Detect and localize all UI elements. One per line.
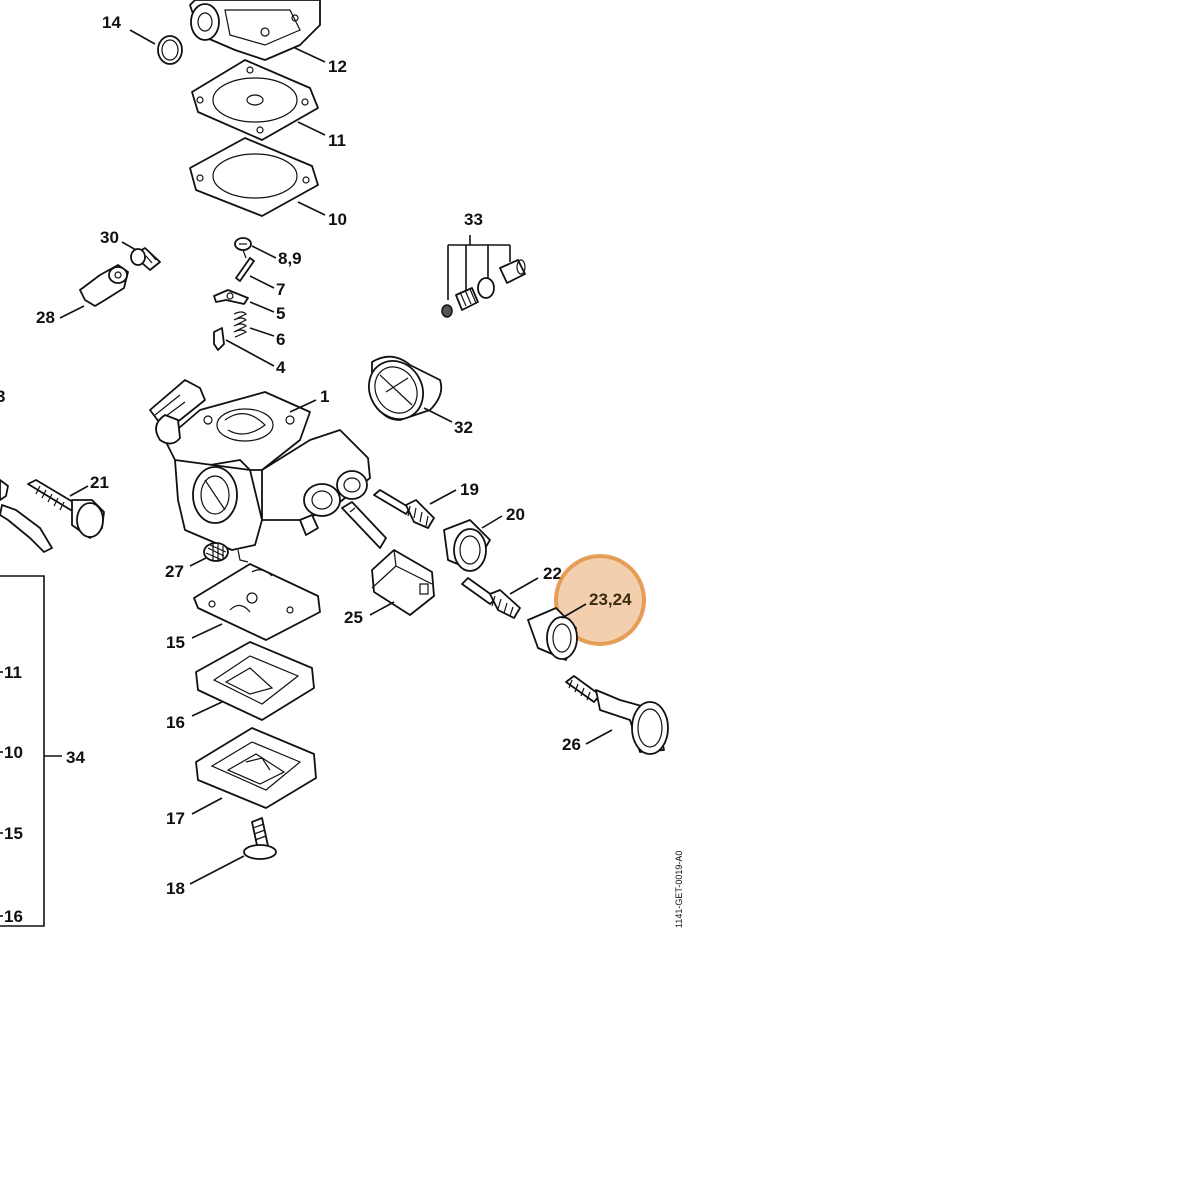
part-8-9-screw[interactable]: [234, 237, 252, 259]
label-7: 7: [276, 280, 285, 299]
part-23-24-limiter-cap[interactable]: [527, 607, 578, 661]
part-15-diaphragm[interactable]: [193, 563, 321, 641]
part-11-pump-diaphragm[interactable]: [191, 59, 319, 141]
label-12: 12: [328, 57, 347, 76]
label-11: 11: [328, 131, 346, 150]
part-22-mixture-needle[interactable]: [461, 577, 521, 619]
part-7-spindle[interactable]: [235, 257, 255, 282]
part-12-pump-cover[interactable]: [189, 0, 321, 61]
label-15: 15: [166, 633, 185, 652]
part-17-cover[interactable]: [195, 727, 317, 809]
label-25: 25: [344, 608, 363, 627]
part-19-mixture-needle[interactable]: [373, 489, 435, 529]
label-28: 28: [36, 308, 55, 327]
part-20-limiter-cap[interactable]: [443, 519, 491, 572]
part-21-adjust-screw[interactable]: [27, 479, 105, 539]
label-8-9: 8,9: [278, 249, 302, 268]
label-10: 10: [328, 210, 347, 229]
label-20: 20: [506, 505, 525, 524]
part-lever-center[interactable]: [341, 501, 387, 549]
label-5: 5: [276, 304, 285, 323]
drawing-code: 1141-GET-0019-A0: [674, 851, 684, 928]
label-30: 30: [100, 228, 119, 247]
label-18: 18: [166, 879, 185, 898]
label-21: 21: [90, 473, 109, 492]
label-4: 4: [276, 358, 286, 377]
kit-label-11: 11: [4, 663, 22, 682]
part-5-inlet-lever[interactable]: [213, 289, 249, 305]
label-33: 33: [464, 210, 483, 229]
label-14: 14: [102, 13, 121, 32]
part-6-spring[interactable]: [233, 311, 248, 338]
part-33-valve-kit[interactable]: [441, 259, 526, 318]
part-26-intake-funnel[interactable]: [565, 675, 669, 755]
part-28-lever[interactable]: [79, 264, 129, 307]
label-19: 19: [460, 480, 479, 499]
label-34: 34: [66, 748, 85, 767]
kit-bracket-34: [0, 575, 62, 927]
kit-label-16: 16: [4, 907, 23, 926]
label-17: 17: [166, 809, 185, 828]
part-27-fine-filter[interactable]: [203, 542, 229, 562]
label-32: 32: [454, 418, 473, 437]
label-22: 22: [543, 564, 562, 583]
label-16: 16: [166, 713, 185, 732]
highlight-circle: [554, 554, 646, 646]
part-1-carburetor-body[interactable]: [149, 379, 371, 563]
kit-tick-marks: [0, 671, 3, 917]
part-18-screw[interactable]: [243, 817, 277, 860]
part-lever-left-partial[interactable]: [0, 479, 53, 553]
label-6: 6: [276, 330, 285, 349]
label-23-24[interactable]: 23,24: [589, 590, 632, 609]
part-32-intake-cap[interactable]: [358, 351, 443, 429]
part-10-gasket[interactable]: [189, 137, 319, 217]
kit-label-15: 15: [4, 824, 23, 843]
part-14-o-ring[interactable]: [157, 35, 183, 65]
part-16-gasket[interactable]: [195, 641, 315, 721]
label-1: 1: [320, 387, 329, 406]
label-27: 27: [165, 562, 184, 581]
part-30-screw[interactable]: [130, 247, 161, 271]
label-3: 3: [0, 387, 5, 406]
part-4-inlet-needle[interactable]: [213, 327, 225, 351]
part-25-block[interactable]: [371, 549, 435, 616]
label-26: 26: [562, 735, 581, 754]
kit-label-10: 10: [4, 743, 23, 762]
